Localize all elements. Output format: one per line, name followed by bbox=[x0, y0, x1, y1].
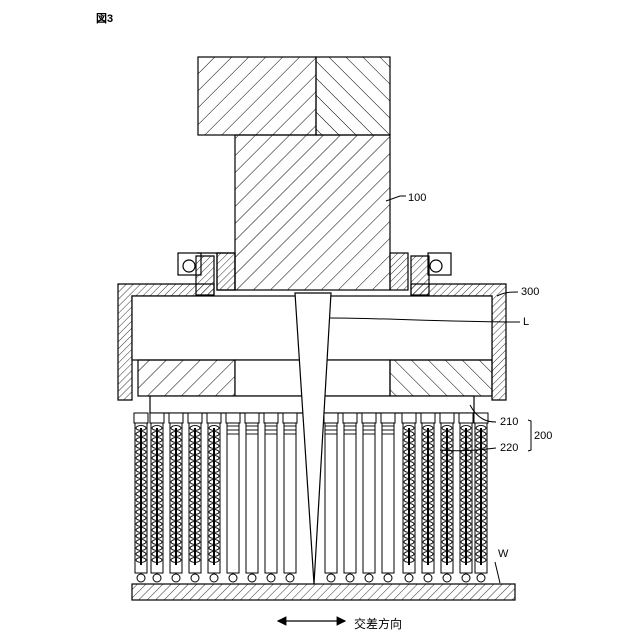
probe-pin bbox=[324, 413, 338, 582]
probe-pin bbox=[134, 413, 148, 582]
probe-pin bbox=[283, 413, 297, 582]
top-block bbox=[198, 57, 390, 135]
probe-pin bbox=[207, 413, 221, 582]
direction-label: 交差方向 bbox=[354, 615, 402, 632]
probe-pin bbox=[343, 413, 357, 582]
workpiece bbox=[132, 584, 515, 600]
actuator-column bbox=[235, 135, 390, 290]
probe-pin bbox=[226, 413, 240, 582]
label-upper-guide: 210 bbox=[500, 416, 518, 428]
probe-pin bbox=[169, 413, 183, 582]
probe-pin bbox=[474, 413, 488, 582]
probe-pin bbox=[440, 413, 454, 582]
label-beam: L bbox=[523, 316, 529, 328]
probe-pin bbox=[245, 413, 259, 582]
label-workpiece: W bbox=[498, 548, 508, 560]
label-housing: 300 bbox=[521, 286, 539, 298]
probe-pin bbox=[362, 413, 376, 582]
probe-pin bbox=[402, 413, 416, 582]
probe-pin bbox=[459, 413, 473, 582]
probe-pin bbox=[264, 413, 278, 582]
label-pins: 220 bbox=[500, 442, 518, 454]
probe-pin bbox=[421, 413, 435, 582]
label-probe-unit: 200 bbox=[534, 430, 552, 442]
probe-pin bbox=[150, 413, 164, 582]
probe-pin bbox=[381, 413, 395, 582]
probe-pin bbox=[188, 413, 202, 582]
label-actuator: 100 bbox=[408, 192, 426, 204]
